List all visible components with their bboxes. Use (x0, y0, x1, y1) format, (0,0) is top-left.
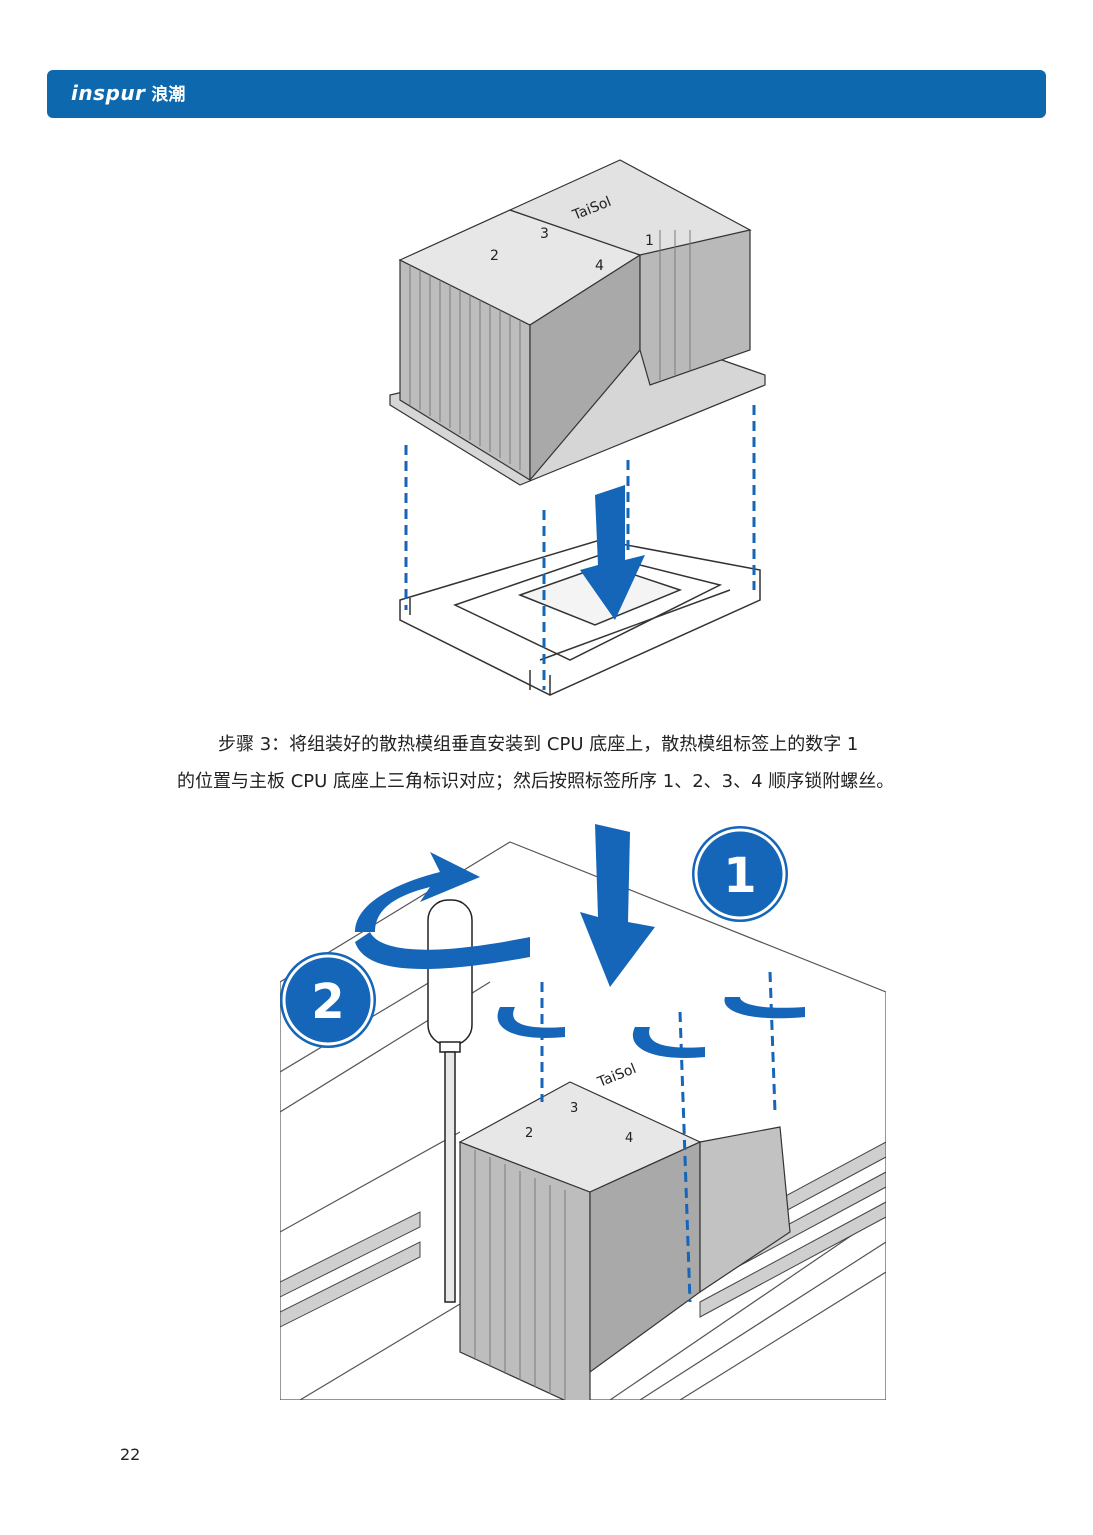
screw-lock-figure: TaiSol 2 3 4 1 (279, 812, 887, 1413)
screw-guide-lines (540, 971, 777, 1303)
heatsink-fins-bottom (474, 1150, 566, 1400)
heatsink-socket-illustration: TaiSol 1 2 3 4 (389, 159, 766, 696)
header-bar: inspur 浪潮 (47, 70, 1046, 118)
callout-2-number: 2 (311, 974, 344, 1030)
callout-2: 2 (280, 952, 376, 1048)
callout-1: 1 (692, 826, 788, 922)
brand-name-en: inspur (71, 81, 146, 105)
heatsink-fins (409, 230, 691, 470)
down-arrow-icon (580, 485, 645, 620)
step-3-caption-line-1: 步骤 3：将组装好的散热模组垂直安装到 CPU 底座上，散热模组标签上的数字 1 (218, 734, 859, 755)
screw-lock-illustration: TaiSol 2 3 4 1 (279, 812, 887, 1413)
down-arrow-bottom-icon (580, 824, 655, 987)
heatsink-body (389, 159, 766, 486)
heatsink-bottom-number-4: 4 (625, 1131, 633, 1146)
callout-1-number: 1 (723, 848, 756, 904)
heatsink-label-number-3: 3 (540, 226, 549, 242)
rotation-arrow-icon (355, 852, 805, 1058)
heatsink-bottom-number-3: 3 (570, 1101, 578, 1116)
heatsink-label-number-1: 1 (645, 233, 654, 249)
cpu-socket-frame (399, 539, 761, 696)
heatsink-install-figure: TaiSol 1 2 3 4 (380, 150, 780, 720)
page-number: 22 (120, 1445, 141, 1464)
brand-name-zh: 浪潮 (151, 85, 186, 105)
heatsink-label-number-4: 4 (595, 258, 604, 274)
heatsink-bottom-number-2: 2 (525, 1126, 533, 1141)
alignment-guide-lines (404, 405, 756, 690)
heatsink-installed (458, 1081, 791, 1413)
screwdriver-icon (427, 899, 473, 1303)
heatsink-label-number-2: 2 (490, 248, 499, 264)
step-3-caption-line-2: 的位置与主板 CPU 底座上三角标识对应；然后按照标签所序 1、2、3、4 顺序… (177, 771, 895, 792)
brand-logo: inspur 浪潮 (71, 80, 185, 108)
